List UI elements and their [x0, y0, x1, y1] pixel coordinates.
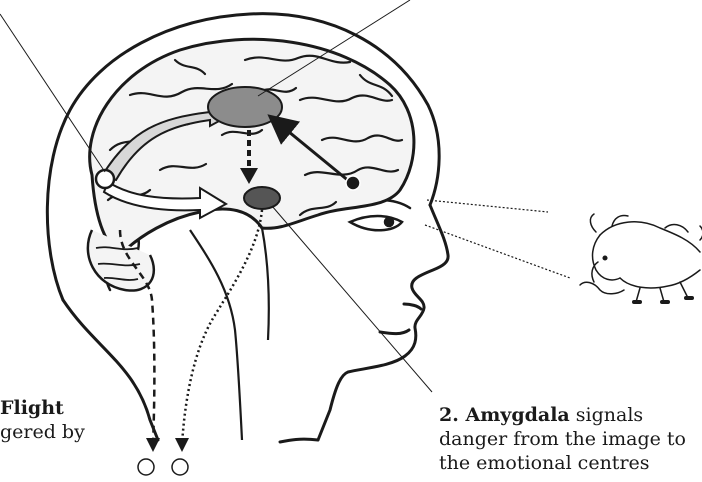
amygdala-caption-line2: danger from the image to	[439, 427, 702, 451]
amygdala-caption-line1: 2. Amygdala signals	[439, 403, 702, 427]
descending-dotted-path	[175, 210, 262, 452]
amygdala-caption-line1-rest: signals	[570, 404, 643, 426]
flight-caption-line1: Flight	[0, 396, 85, 420]
amygdala-caption-bold: 2. Amygdala	[439, 404, 570, 426]
output-node-left	[138, 459, 154, 475]
flight-caption-bold: Flight	[0, 397, 64, 419]
sight-lines	[425, 200, 570, 278]
output-node-right	[172, 459, 188, 475]
cortex-region	[208, 87, 282, 127]
flight-caption-line2: gered by	[0, 420, 85, 444]
amygdala-caption: 2. Amygdala signals danger from the imag…	[439, 403, 702, 475]
amygdala-region	[244, 187, 280, 209]
bison-icon	[580, 214, 702, 302]
thalamus-node	[96, 170, 114, 188]
amygdala-caption-line3: the emotional centres	[439, 451, 702, 475]
brain-stem	[190, 228, 269, 440]
flight-caption: Flight gered by	[0, 396, 85, 444]
